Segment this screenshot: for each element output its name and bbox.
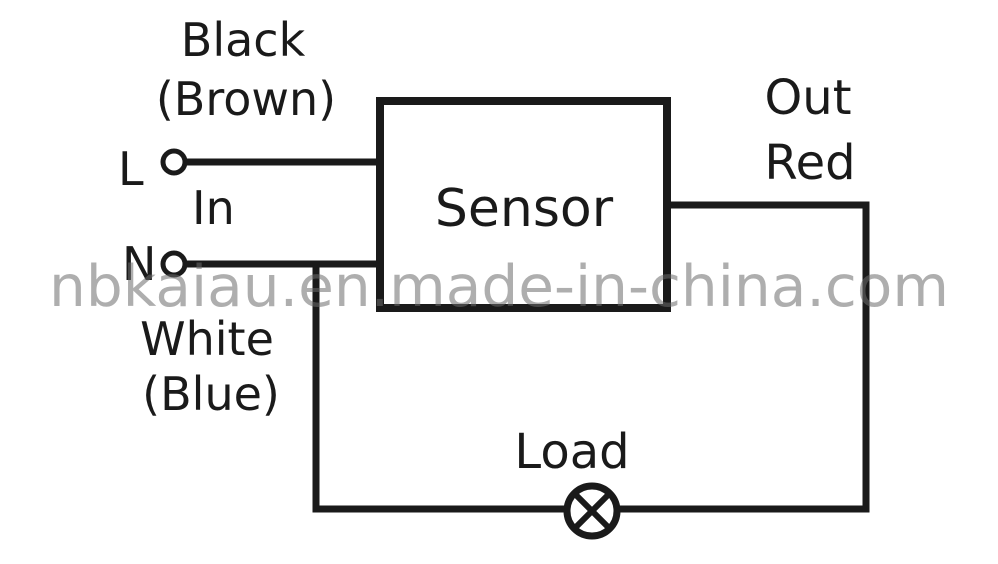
neutral-color-label: White [140,312,274,366]
terminal-circle-icon [160,250,188,278]
watermark-text: nbkaiau.en.made-in-china.com [49,254,949,320]
neutral-terminal-label: N [122,237,156,291]
neutral-color-alt-label: (Blue) [142,367,280,421]
lamp-cross-icon [563,482,621,540]
sensor-label: Sensor [435,179,614,239]
input-label: In [192,181,235,235]
output-wire [614,201,870,513]
output-color-label: Red [764,135,855,191]
load-label: Load [514,424,629,480]
terminal-circle-icon [160,148,188,176]
neutral-load-wire [312,260,570,513]
line-color-alt-label: (Brown) [156,72,336,126]
line-terminal-label: L [118,142,144,196]
line-color-label: Black [181,13,306,67]
output-label: Out [764,70,851,126]
